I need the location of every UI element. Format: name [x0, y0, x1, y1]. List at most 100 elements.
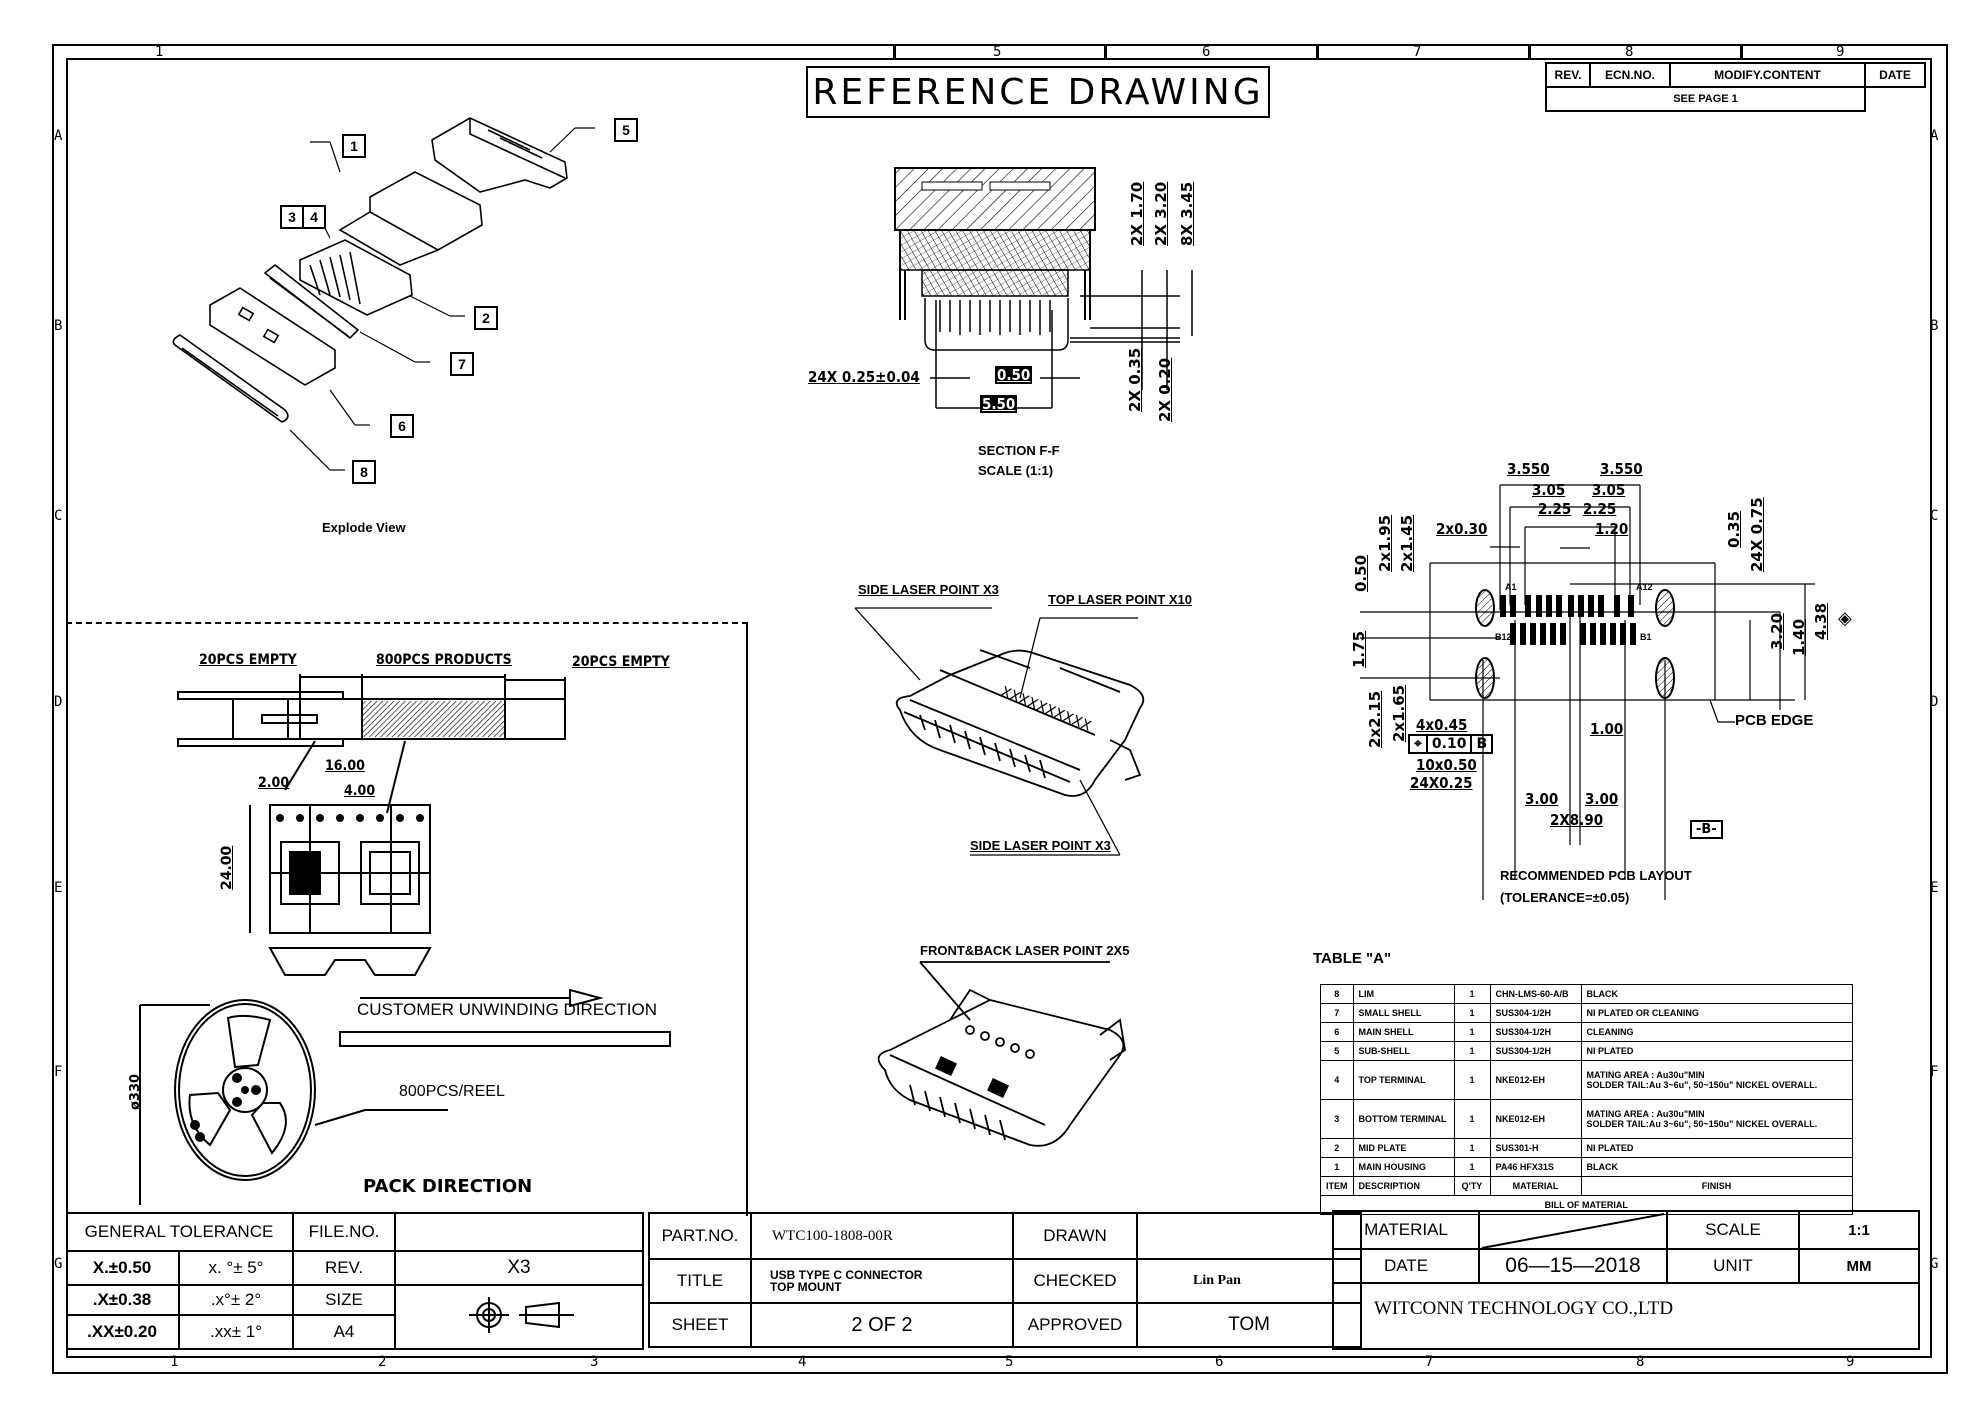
bom-finish-line-1: BLACK — [1586, 989, 1619, 999]
zone-divider — [1104, 44, 1107, 58]
part-no-value: WTC100-1808-00R — [750, 1212, 1014, 1260]
dim-8x-3-45: 8X 3.45 — [1178, 181, 1196, 246]
drawing-frame-inner — [66, 58, 1932, 1358]
balloon-4: 4 — [302, 205, 326, 229]
zone-col-4: 4 — [798, 1354, 807, 1370]
dim-pin-pitch: 0.50 — [995, 366, 1033, 384]
pcb-edge-label: PCB EDGE — [1735, 712, 1814, 729]
dim-2x1-95: 2x1.95 — [1376, 514, 1394, 572]
bom-qty: 1 — [1453, 1099, 1491, 1139]
material-value — [1478, 1210, 1668, 1250]
side-laser-label-top: SIDE LASER POINT X3 — [858, 582, 999, 597]
dim-hole-2-00: 2.00 — [258, 775, 290, 791]
sheet-value: 2 OF 2 — [750, 1302, 1014, 1348]
zone-row-d: D — [1930, 694, 1939, 710]
tol-linear-1: .X±0.38 — [66, 1284, 180, 1316]
bom-description: SUB-SHELL — [1352, 1041, 1455, 1061]
bom-description: SMALL SHELL — [1352, 1003, 1455, 1023]
bom-finish-line-2: SOLDER TAIL:Au 3~6u", 50~150u" NICKEL OV… — [1586, 1080, 1818, 1090]
balloon-1: 1 — [342, 134, 366, 158]
bom-qty: 1 — [1453, 1003, 1491, 1023]
zone-row-a: A — [1930, 128, 1939, 144]
explode-view-caption: Explode View — [322, 520, 406, 535]
dim-4-38: 4.38 — [1812, 602, 1830, 640]
bom-material: CHN-LMS-60-A/B — [1489, 984, 1582, 1004]
bom-finish-line-1: NI PLATED — [1586, 1143, 1634, 1153]
zone-row-f: F — [54, 1064, 63, 1080]
zone-col-3: 3 — [590, 1354, 599, 1370]
dim-2-25-right: 2.25 — [1583, 500, 1617, 518]
file-no-label: FILE.NO. — [292, 1212, 396, 1252]
part-no-label: PART.NO. — [648, 1212, 752, 1260]
bom-qty: 1 — [1453, 1138, 1491, 1158]
approved-label: APPROVED — [1012, 1302, 1138, 1348]
sheet-label: SHEET — [648, 1302, 752, 1348]
rev-header-content: MODIFY.CONTENT — [1669, 62, 1866, 88]
size-value: A4 — [292, 1314, 396, 1350]
bom-finish: BLACK — [1580, 984, 1853, 1004]
bom-qty: 1 — [1453, 1157, 1491, 1177]
zone-col-2: 2 — [378, 1354, 387, 1370]
third-angle-projection-icon — [469, 1296, 574, 1333]
bom-finish: CLEANING — [1580, 1022, 1853, 1042]
checked-label: CHECKED — [1012, 1258, 1138, 1304]
dim-1-40: 1.40 — [1790, 618, 1808, 656]
rev-header-ecn: ECN.NO. — [1589, 62, 1671, 88]
dim-24x-0-75: 24X 0.75 — [1748, 497, 1766, 572]
unit-label: UNIT — [1666, 1248, 1800, 1284]
bom-finish: NI PLATED — [1580, 1138, 1853, 1158]
dim-span: 5.50 — [980, 395, 1018, 413]
tol-angular-0: x. °± 5° — [177, 1250, 295, 1286]
drawing-frame-outer — [52, 44, 1948, 1374]
bom-description: MID PLATE — [1352, 1138, 1455, 1158]
packaging-section — [66, 622, 748, 1216]
bom-material: SUS301-H — [1489, 1138, 1582, 1158]
dim-2x8-90: 2X8.90 — [1550, 811, 1604, 829]
zone-row-g: G — [1930, 1256, 1939, 1272]
zone-divider — [1740, 44, 1743, 58]
side-laser-label-bottom: SIDE LASER POINT X3 — [970, 838, 1111, 853]
carrier-tape-drawing — [249, 804, 432, 976]
zone-col-9: 9 — [1836, 44, 1845, 60]
zone-col-1: 1 — [155, 44, 164, 60]
zone-row-c: C — [54, 508, 63, 524]
rev-header-rev: REV. — [1545, 62, 1591, 88]
dim-2x1-65: 2x1.65 — [1390, 684, 1408, 742]
scale-value: 1:1 — [1798, 1210, 1920, 1250]
bom-finish-line-1: MATING AREA : Au30u"MIN — [1586, 1070, 1705, 1080]
laser-leaders — [854, 607, 1138, 856]
dim-2x-0-20: 2X 0.20 — [1156, 357, 1174, 422]
connector-iso-drawing: XXXXXXXXXX — [895, 649, 1145, 797]
reel-drawing — [139, 988, 671, 1205]
dim-1-75: 1.75 — [1350, 630, 1368, 668]
tolerance-block: GENERAL TOLERANCE FILE.NO. X.±0.50 x. °±… — [66, 1212, 644, 1350]
dim-4x0-45: 4x0.45 — [1416, 716, 1468, 734]
bom-description: MAIN HOUSING — [1352, 1157, 1455, 1177]
bom-qty: 1 — [1453, 1060, 1491, 1100]
bom-qty: 1 — [1453, 984, 1491, 1004]
dim-0-50: 0.50 — [1352, 554, 1370, 592]
projection-symbol — [394, 1284, 644, 1350]
title-value-line-1: USB TYPE C CONNECTOR — [770, 1268, 923, 1282]
dim-1-20: 1.20 — [1595, 520, 1629, 538]
company-name: WITCONN TECHNOLOGY CO.,LTD — [1332, 1282, 1920, 1350]
pcb-caption-1: RECOMMENDED PCB LAYOUT — [1500, 868, 1692, 883]
drawn-value — [1136, 1212, 1362, 1260]
position-tolerance-frame: ⌖ 0.10 B — [1408, 734, 1494, 754]
dim-24x0-25: 24X0.25 — [1410, 774, 1473, 792]
dim-3-00-left: 3.00 — [1525, 790, 1559, 808]
zone-col-1: 1 — [170, 1354, 179, 1370]
bom-material: SUS304-1/2H — [1489, 1022, 1582, 1042]
dim-pitch-4-00: 4.00 — [344, 783, 376, 799]
material-slash — [1481, 1213, 1665, 1249]
zone-col-9: 9 — [1846, 1354, 1855, 1370]
date-value: 06—15—2018 — [1478, 1248, 1668, 1284]
zone-row-e: E — [54, 880, 63, 896]
tol-angular-1: .x°± 2° — [177, 1284, 295, 1316]
pin-label-a12: A12 — [1636, 582, 1653, 592]
